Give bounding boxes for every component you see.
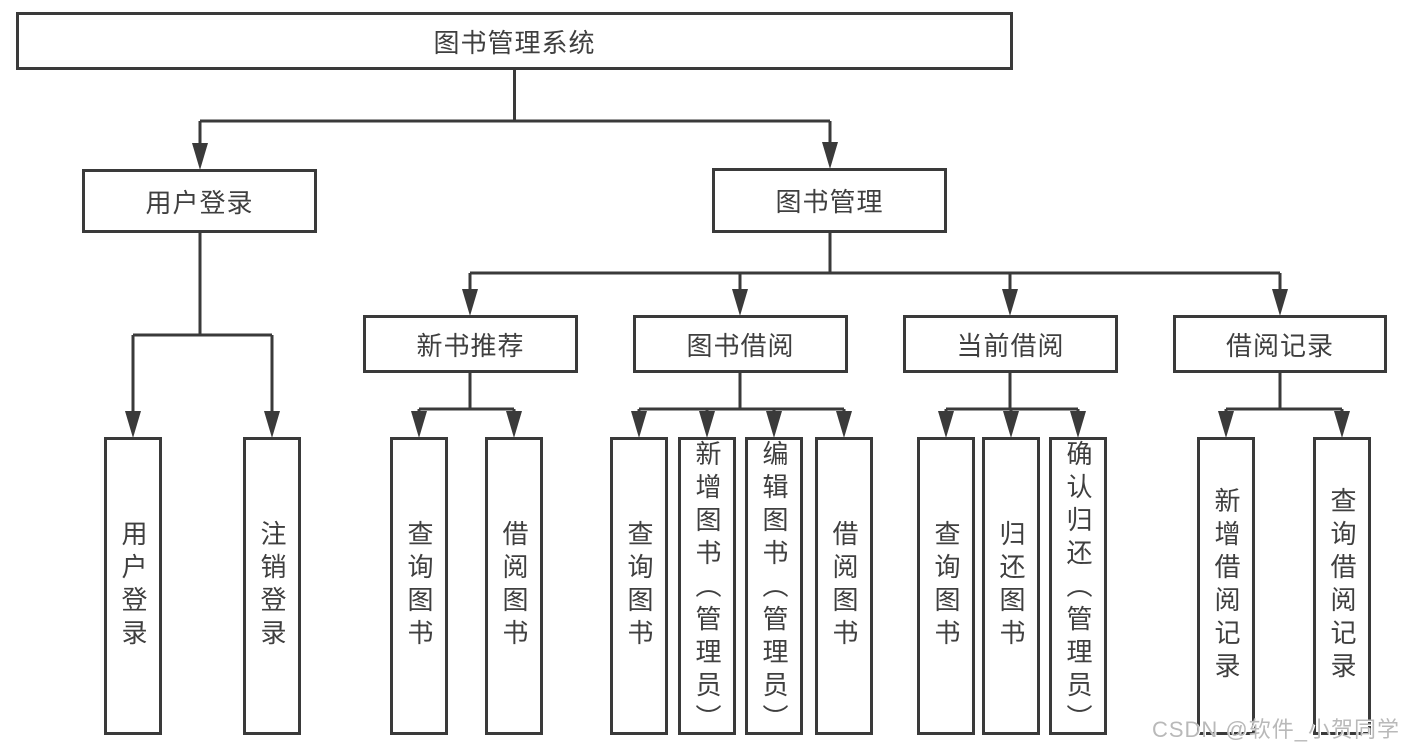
leaf-confirm-return-admin-label: 确认归还（管理员） xyxy=(1063,440,1093,737)
leaf-query-books-current-label: 查询图书 xyxy=(931,520,961,652)
node-book-management-label: 图书管理 xyxy=(775,187,884,217)
node-current-borrow-label: 当前借阅 xyxy=(956,330,1065,361)
node-borrow-records-label: 借阅记录 xyxy=(1225,330,1334,361)
leaf-edit-book-admin-label: 编辑图书（管理员） xyxy=(759,440,789,737)
leaf-query-borrow-record: 查询借阅记录 xyxy=(1313,437,1371,735)
edges-book-management xyxy=(462,233,1288,316)
edges-book-borrow xyxy=(631,373,852,438)
node-book-borrow-label: 图书借阅 xyxy=(686,330,795,361)
node-user-login-label: 用户登录 xyxy=(145,187,254,218)
leaf-logout-login-label: 注销登录 xyxy=(257,520,287,652)
leaf-user-login-label: 用户登录 xyxy=(118,520,148,652)
leaf-borrow-books-borrow-label: 借阅图书 xyxy=(829,520,859,652)
leaf-user-login: 用户登录 xyxy=(104,437,162,735)
leaf-query-books-recommend: 查询图书 xyxy=(390,437,448,735)
node-new-book-recommend-label: 新书推荐 xyxy=(416,330,525,361)
leaf-logout-login: 注销登录 xyxy=(243,437,301,735)
edges-root xyxy=(192,70,838,170)
leaf-query-books-borrow: 查询图书 xyxy=(610,437,668,735)
edges-borrow-records xyxy=(1218,373,1350,438)
leaf-borrow-books-recommend-label: 借阅图书 xyxy=(499,520,529,652)
leaf-add-borrow-record: 新增借阅记录 xyxy=(1197,437,1255,735)
node-borrow-records: 借阅记录 xyxy=(1173,315,1387,373)
node-current-borrow: 当前借阅 xyxy=(903,315,1118,373)
node-new-book-recommend: 新书推荐 xyxy=(363,315,578,373)
leaf-return-books: 归还图书 xyxy=(982,437,1040,735)
leaf-add-borrow-record-label: 新增借阅记录 xyxy=(1211,487,1241,685)
leaf-add-book-admin-label: 新增图书（管理员） xyxy=(692,440,722,737)
csdn-watermark: CSDN @软件_小贺同学 xyxy=(1151,717,1400,742)
leaf-query-books-current: 查询图书 xyxy=(917,437,975,735)
node-book-management: 图书管理 xyxy=(712,168,947,233)
leaf-query-books-borrow-label: 查询图书 xyxy=(624,520,654,652)
node-book-borrow: 图书借阅 xyxy=(633,315,848,373)
node-root: 图书管理系统 xyxy=(16,12,1013,70)
leaf-edit-book-admin: 编辑图书（管理员） xyxy=(745,437,803,737)
leaf-query-books-recommend-label: 查询图书 xyxy=(404,520,434,652)
edges-current-borrow xyxy=(938,373,1086,438)
leaf-add-book-admin: 新增图书（管理员） xyxy=(678,437,736,737)
leaf-confirm-return-admin: 确认归还（管理员） xyxy=(1049,437,1107,737)
leaf-query-borrow-record-label: 查询借阅记录 xyxy=(1327,487,1357,685)
edges-new-book-recommend xyxy=(411,373,522,438)
edges-user-login xyxy=(125,233,280,438)
node-user-login: 用户登录 xyxy=(82,169,317,233)
leaf-borrow-books-recommend: 借阅图书 xyxy=(485,437,543,735)
leaf-return-books-label: 归还图书 xyxy=(996,520,1026,652)
leaf-borrow-books-borrow: 借阅图书 xyxy=(815,437,873,735)
node-root-label: 图书管理系统 xyxy=(433,27,596,58)
